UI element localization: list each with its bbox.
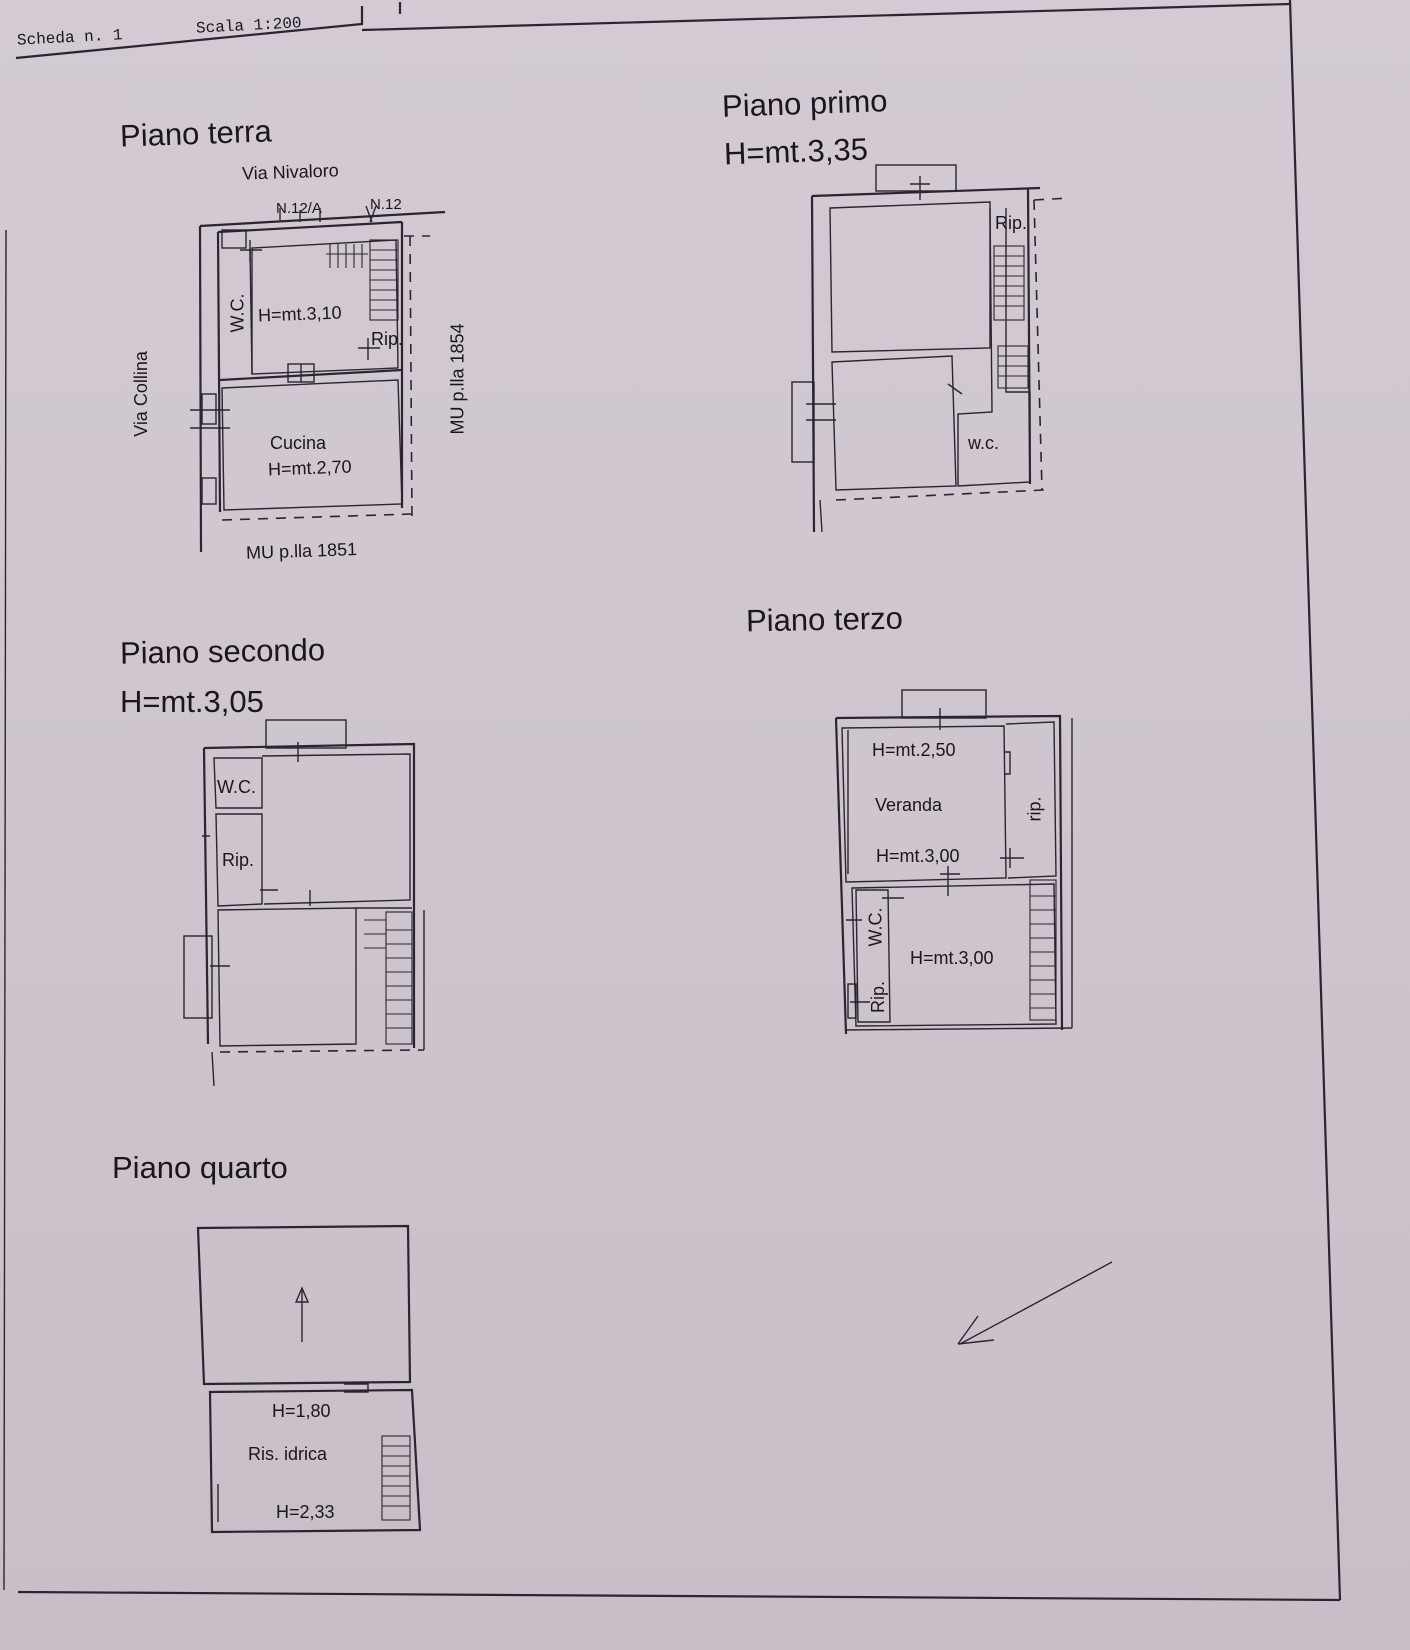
civic-number-a: N.12/A [276, 200, 322, 217]
pt3-veranda-label: Veranda [875, 795, 943, 815]
pp-wc-label: w.c. [968, 433, 1000, 453]
pt3-height-veranda-top: H=mt.2,50 [872, 740, 956, 760]
pq-ris-idrica: Ris. idrica [248, 1444, 328, 1464]
sheet-border [3, 0, 1342, 1602]
pq-stair [381, 1435, 411, 1521]
plan-piano-primo [791, 164, 1071, 533]
pt3-height-veranda-bottom: H=mt.3,00 [876, 846, 960, 866]
pt-rip-label: Rip. [371, 329, 404, 349]
plan-piano-terra [190, 205, 446, 553]
pt-windows [190, 205, 380, 505]
pt3-height-room: H=mt.3,00 [910, 948, 994, 968]
pt-cucina-label: Cucina [270, 433, 327, 453]
pq-height-a: H=1,80 [272, 1401, 331, 1421]
piano-quarto-title: Piano quarto [112, 1150, 288, 1185]
ps-stair [364, 911, 413, 1045]
plan-piano-terzo [834, 689, 1073, 1035]
pt-stair [326, 239, 399, 321]
civic-number-b: N.12 [370, 196, 402, 213]
pp-rip-label: Rip. [995, 213, 1028, 233]
north-arrow [957, 1261, 1113, 1345]
pt3-stair [1029, 879, 1057, 1021]
ps-wc-label: W.C. [217, 777, 256, 797]
pq-height-b: H=2,33 [276, 1502, 335, 1522]
ps-rip-label: Rip. [222, 850, 255, 870]
plan-piano-quarto [196, 1224, 422, 1534]
piano-secondo-height: H=mt.3,05 [120, 684, 264, 719]
pp-stair [993, 245, 1029, 389]
plan-piano-secondo [183, 719, 425, 1087]
